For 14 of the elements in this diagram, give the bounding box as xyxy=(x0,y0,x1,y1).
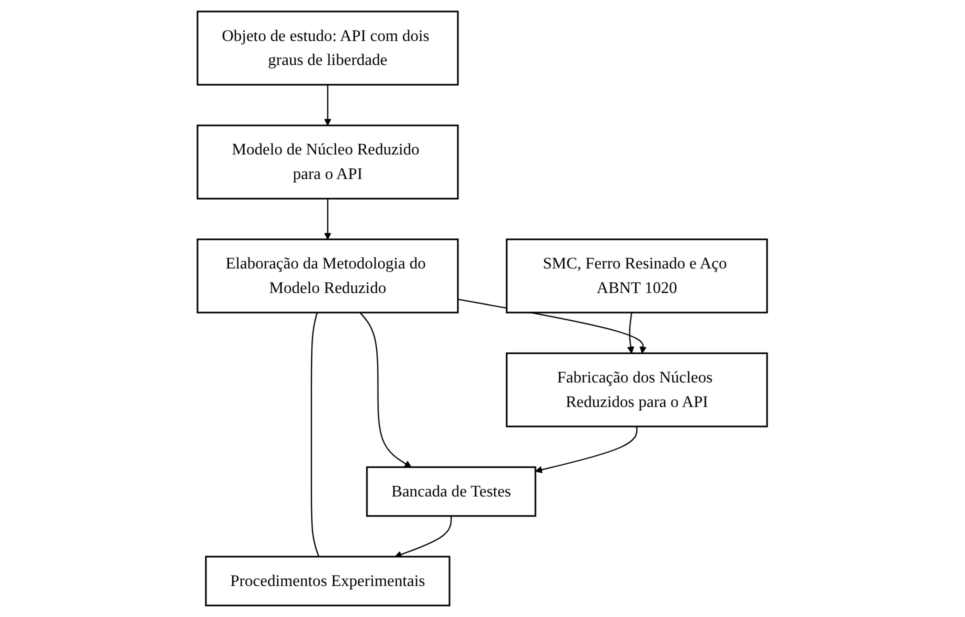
node-box: Bancada de Testes xyxy=(366,466,536,517)
node-box: Modelo de Núcleo Reduzido para o API xyxy=(196,124,459,200)
arrow xyxy=(324,198,332,240)
node-box: SMC, Ferro Resinado e Aço ABNT 1020 xyxy=(506,238,768,314)
node-box: Objeto de estudo: API com dois graus de liberdade xyxy=(196,10,459,86)
node-box: Fabricação dos Núcleos Reduzidos para o API xyxy=(506,352,768,428)
arrow xyxy=(394,516,452,558)
arrow xyxy=(360,312,412,468)
connector xyxy=(311,312,320,557)
node-box: Procedimentos Experimentais xyxy=(205,556,451,606)
node-box: Elaboração da Metodologia do Modelo Reduzido xyxy=(196,238,459,314)
arrow xyxy=(627,312,634,354)
arrow xyxy=(535,426,638,474)
arrow xyxy=(324,84,332,126)
